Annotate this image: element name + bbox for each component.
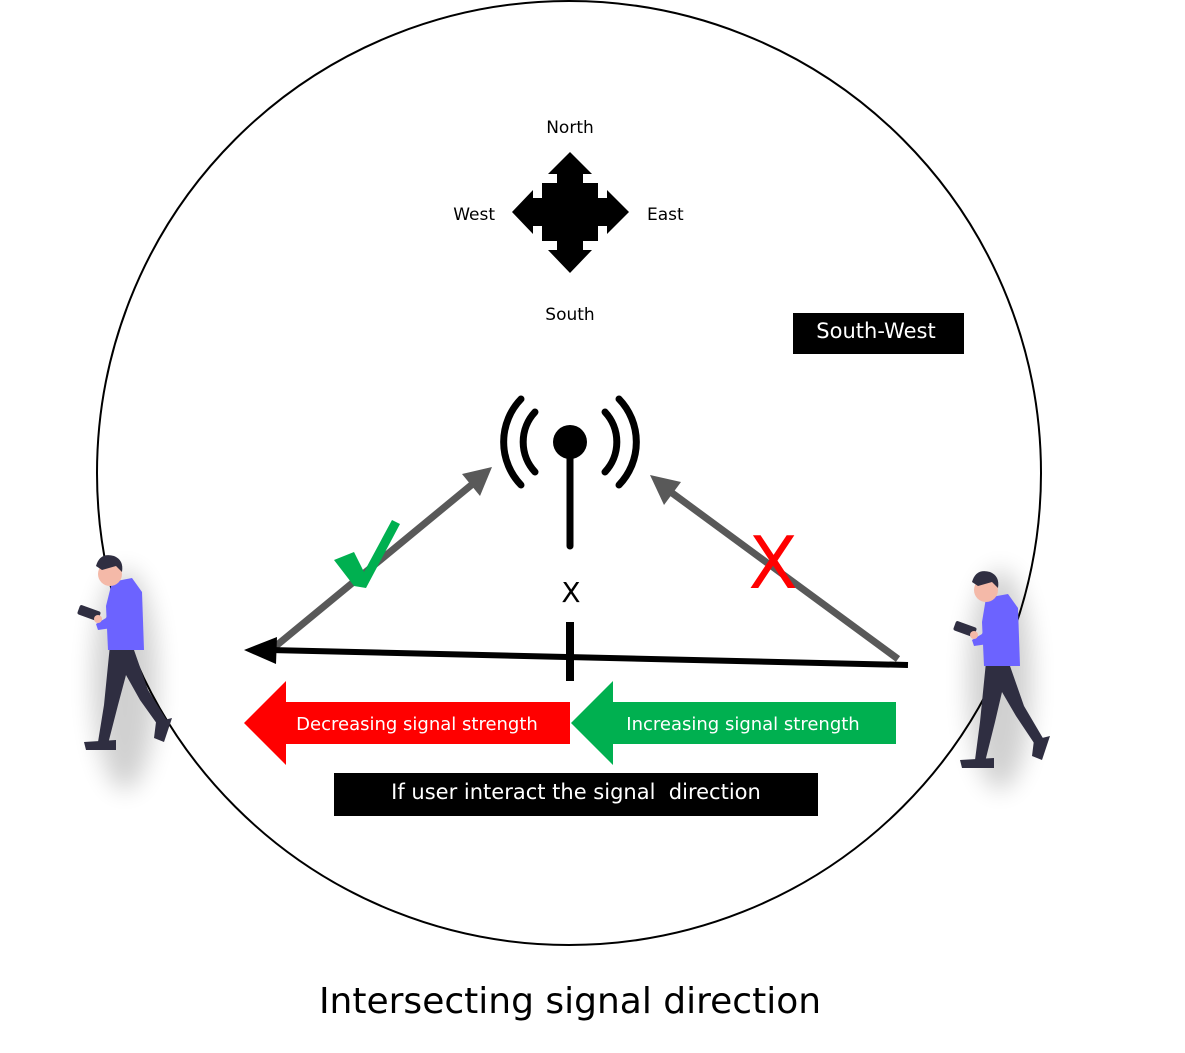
cross-mark-icon: X <box>748 521 797 605</box>
interaction-box-label: If user interact the signal direction <box>391 780 761 804</box>
compass-icon <box>512 152 629 273</box>
range-circle <box>96 0 1042 946</box>
compass-east-label: East <box>647 205 684 225</box>
left-person-illustration <box>77 555 172 790</box>
antenna-icon <box>500 395 640 550</box>
right-person-illustration <box>953 570 1050 790</box>
compass-north-label: North <box>546 118 594 138</box>
interaction-box <box>334 773 818 816</box>
diagram-caption: Intersecting signal direction <box>319 981 821 1022</box>
right-signal-arrow <box>650 475 901 662</box>
intersection-label: X <box>561 576 580 609</box>
direction-box-label: South-West <box>816 319 935 343</box>
increasing-signal-arrow <box>571 681 896 765</box>
decreasing-signal-arrow <box>244 681 570 765</box>
walking-path-arrow <box>244 622 909 681</box>
direction-box <box>793 313 964 354</box>
decreasing-signal-label: Decreasing signal strength <box>296 714 538 735</box>
compass-west-label: West <box>453 205 495 225</box>
compass-south-label: South <box>545 305 594 325</box>
check-mark-icon <box>334 520 400 588</box>
increasing-signal-label: Increasing signal strength <box>626 714 859 735</box>
